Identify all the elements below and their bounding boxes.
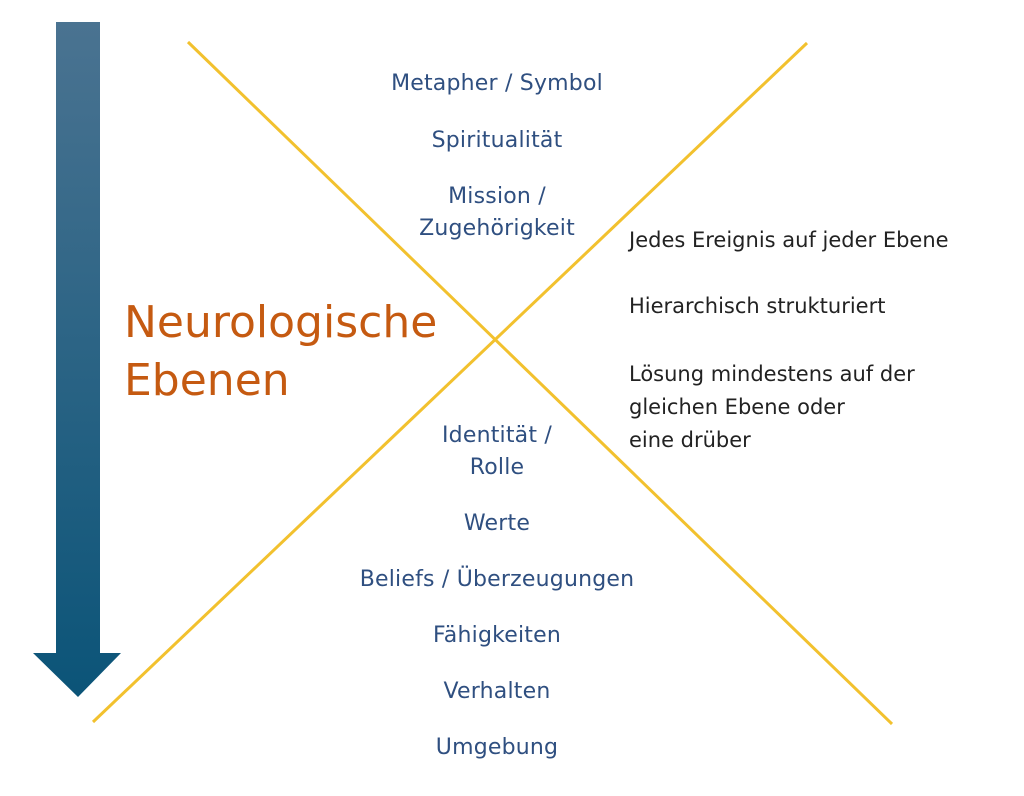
level-rolle: Rolle <box>469 455 525 480</box>
level-identitaet: Identität / <box>441 423 552 448</box>
note-loesung-3: eine drüber <box>629 428 751 452</box>
level-beliefs: Beliefs / Überzeugungen <box>359 567 635 592</box>
note-ereignis: Jedes Ereignis auf jeder Ebene <box>629 228 949 252</box>
title-line: Ebenen <box>124 355 290 406</box>
level-umgebung: Umgebung <box>435 735 559 760</box>
title-line: Neurologische <box>124 297 438 348</box>
diagram-title: Neurologische Ebenen <box>124 294 437 410</box>
level-mission: Mission / <box>448 184 546 209</box>
note-hierarchisch: Hierarchisch strukturiert <box>629 294 886 318</box>
diagonal-line-2 <box>91 41 809 724</box>
level-werte: Werte <box>463 511 531 536</box>
diagonal-line-1 <box>186 40 894 726</box>
level-verhalten: Verhalten <box>443 679 551 704</box>
level-spiritualitaet: Spiritualität <box>431 128 563 153</box>
note-loesung-2: gleichen Ebene oder <box>629 395 845 419</box>
note-loesung-1: Lösung mindestens auf der <box>629 362 915 386</box>
level-metapher: Metapher / Symbol <box>391 71 603 96</box>
down-arrow <box>33 22 121 697</box>
level-faehigkeiten: Fähigkeiten <box>432 623 562 648</box>
level-zugehoerigkeit: Zugehörigkeit <box>419 216 575 241</box>
